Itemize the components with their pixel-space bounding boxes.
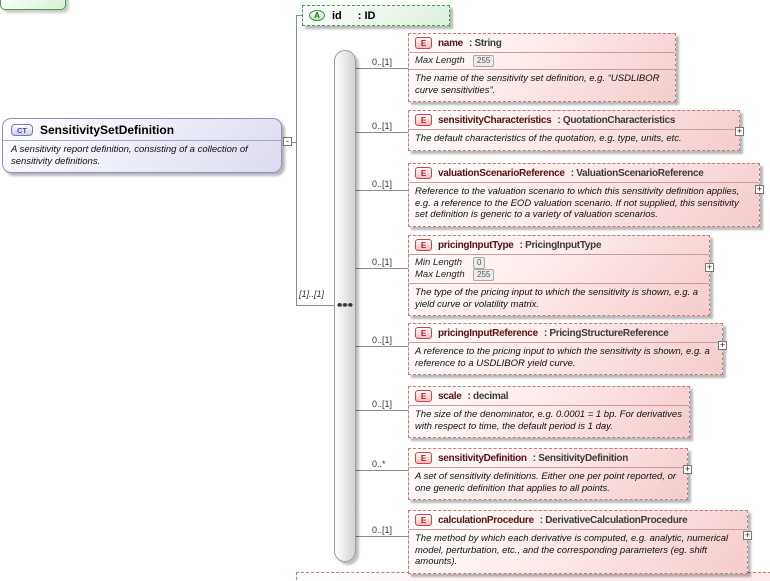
expand-button[interactable]: + [683, 464, 692, 474]
element-name: pricingInputReference [438, 327, 538, 339]
element-icon: E [415, 167, 432, 179]
occurrence-label: 0..[1] [372, 525, 393, 535]
facet-value: 0 [473, 257, 486, 269]
element-icon: E [415, 452, 432, 464]
attribute-box-id[interactable]: A id : ID [302, 5, 450, 26]
element-name: valuationScenarioReference [438, 167, 565, 179]
connector-line-element-calculationProcedure [356, 536, 408, 537]
connector-line-sequence [296, 305, 334, 306]
element-name: sensitivityDefinition [438, 452, 527, 464]
element-annotation: The method by which each derivative is c… [409, 529, 747, 573]
element-box-sensitivityDefinition[interactable]: E sensitivityDefinition : SensitivityDef… [408, 448, 688, 500]
element-name: pricingInputType [438, 239, 514, 251]
attribute-icon: A [309, 10, 325, 21]
connector-line-element-name [356, 68, 408, 69]
element-header: E name : String [409, 34, 675, 52]
element-facets: Max Length 255 [409, 52, 675, 69]
expand-button[interactable]: + [743, 530, 752, 540]
connector-line-element-sensitivityCharacteristics [356, 132, 408, 133]
occurrence-label: 0..[1] [372, 121, 393, 131]
element-header: E scale : decimal [409, 387, 689, 405]
sequence-occurrence-label: [1]..[1] [299, 289, 325, 299]
connector-line-attribute [296, 15, 302, 16]
element-type: : SensitivityDefinition [532, 452, 629, 464]
element-header: E sensitivityCharacteristics : Quotation… [409, 111, 739, 129]
facet-value: 255 [473, 55, 495, 67]
element-box-pricingInputReference[interactable]: E pricingInputReference : PricingStructu… [408, 323, 723, 375]
element-icon: E [415, 114, 432, 126]
element-type: : String [468, 37, 502, 49]
complex-type-annotation: A sensitivity report definition, consist… [3, 140, 281, 172]
facet-value: 255 [473, 269, 495, 281]
element-header: E sensitivityDefinition : SensitivityDef… [409, 449, 687, 467]
element-annotation: The type of the pricing input to which t… [409, 283, 709, 315]
occurrence-label: 0..[1] [372, 257, 393, 267]
element-box-scale[interactable]: E scale : decimal The size of the denomi… [408, 386, 690, 438]
connector-line-complex-type [292, 142, 296, 143]
element-annotation: A reference to the pricing input to whic… [409, 342, 722, 374]
element-type: : PricingInputType [519, 239, 602, 251]
complex-type-icon: CT [11, 124, 33, 136]
facet-label: Min Length [415, 257, 463, 268]
element-header: E pricingInputType : PricingInputType [409, 236, 709, 254]
expand-button[interactable]: + [755, 184, 764, 194]
element-header: E calculationProcedure : DerivativeCalcu… [409, 511, 747, 529]
element-header: E pricingInputReference : PricingStructu… [409, 324, 722, 342]
element-annotation: A set of sensitivity definitions. Either… [409, 467, 687, 499]
element-box-pricingInputType[interactable]: E pricingInputType : PricingInputType Mi… [408, 235, 710, 316]
element-annotation: The size of the denominator, e.g. 0.0001… [409, 405, 689, 437]
facet-label: Max Length [415, 55, 465, 66]
complex-type-header: CT SensitivitySetDefinition [3, 119, 281, 140]
element-icon: E [415, 327, 432, 339]
element-annotation: The name of the sensitivity set definiti… [409, 69, 675, 101]
connector-line-element-pricingInputType [356, 268, 408, 269]
occurrence-label: 0..[1] [372, 57, 393, 67]
element-box-calculationProcedure[interactable]: E calculationProcedure : DerivativeCalcu… [408, 510, 748, 574]
sequence-icon [337, 303, 353, 307]
element-type: : PricingStructureReference [543, 327, 669, 339]
occurrence-label: 0..[1] [372, 179, 393, 189]
occurrence-label: 0..* [372, 459, 386, 469]
expand-button[interactable]: + [718, 340, 727, 350]
complex-type-name: SensitivitySetDefinition [40, 123, 175, 137]
facet-label: Max Length [415, 269, 465, 280]
attribute-type: : ID [357, 9, 376, 22]
element-type: : DerivativeCalculationProcedure [539, 514, 688, 526]
element-type: : decimal [467, 390, 509, 402]
element-annotation: Reference to the valuation scenario to w… [409, 182, 759, 226]
connector-line-element-valuationScenarioReference [356, 190, 408, 191]
element-name: name [438, 37, 463, 49]
element-name: calculationProcedure [438, 514, 534, 526]
element-box-name[interactable]: E name : String Max Length 255 The name … [408, 33, 676, 102]
connector-line-element-sensitivityDefinition [356, 470, 408, 471]
collapse-button[interactable]: - [283, 137, 292, 146]
element-box-valuationScenarioReference[interactable]: E valuationScenarioReference : Valuation… [408, 163, 760, 227]
complex-type-box[interactable]: CT SensitivitySetDefinition A sensitivit… [2, 118, 282, 173]
element-box-sensitivityCharacteristics[interactable]: E sensitivityCharacteristics : Quotation… [408, 110, 740, 151]
element-header: E valuationScenarioReference : Valuation… [409, 164, 759, 182]
connector-trunk-line [296, 15, 297, 306]
element-name: sensitivityCharacteristics [438, 114, 552, 126]
expand-button[interactable]: + [735, 126, 744, 136]
element-icon: E [415, 514, 432, 526]
occurrence-label: 0..[1] [372, 399, 393, 409]
element-icon: E [415, 390, 432, 402]
element-type: : ValuationScenarioReference [570, 167, 704, 179]
occurrence-label: 0..[1] [372, 335, 393, 345]
attribute-name: id [332, 9, 342, 22]
element-type: : QuotationCharacteristics [557, 114, 676, 126]
element-icon: E [415, 37, 432, 49]
element-annotation: The default characteristics of the quota… [409, 129, 739, 150]
element-name: scale [438, 390, 462, 402]
element-icon: E [415, 239, 432, 251]
partial-attribute-box-above [0, 0, 66, 10]
connector-line-element-scale [356, 410, 408, 411]
element-facets: Min Length 0 Max Length 255 [409, 254, 709, 283]
connector-line-element-pricingInputReference [356, 346, 408, 347]
expand-button[interactable]: + [705, 262, 714, 272]
